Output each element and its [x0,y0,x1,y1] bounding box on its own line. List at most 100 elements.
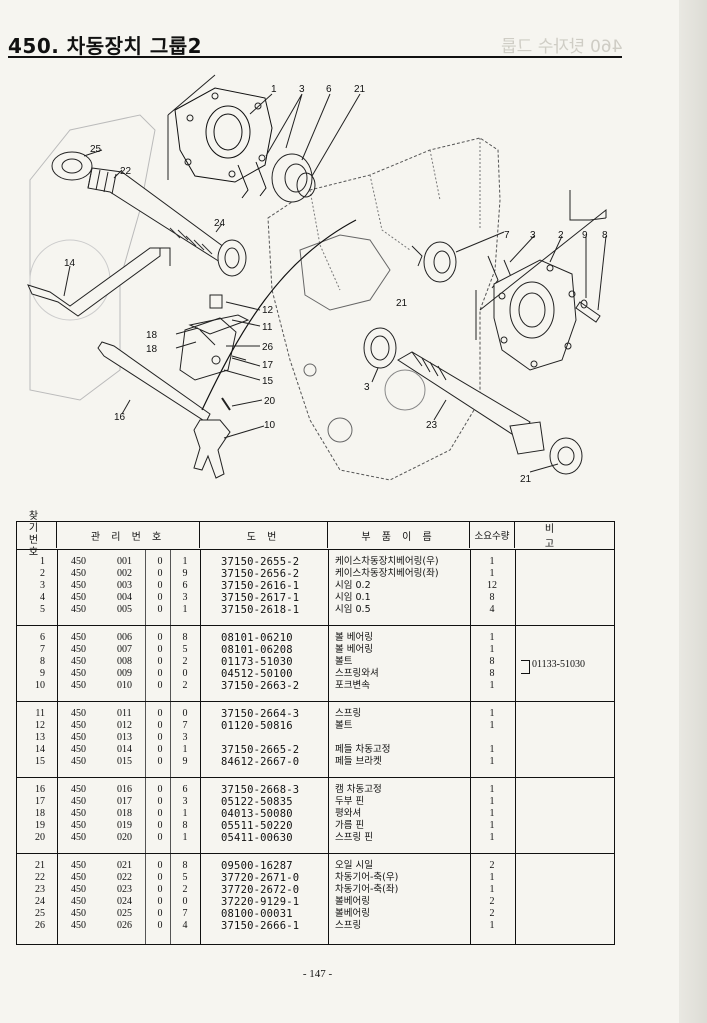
cell-mgmt-group: 450 [71,860,86,871]
cell-quantity: 8 [489,668,495,679]
cell-find-no: 7 [40,644,45,655]
cell-mgmt-seq: 012 [117,720,132,731]
cell-quantity: 1 [489,720,495,731]
header-part-name: 부 품 이 름 [328,522,470,548]
cell-mgmt-group: 450 [71,644,86,655]
cell-find-no: 5 [40,604,45,615]
header-remarks: 비 고 [544,524,585,550]
cell-part-name: 포크변속 [335,680,370,691]
cell-mgmt-seq: 013 [117,732,132,743]
callout-26: 26 [262,342,274,353]
cell-mgmt-rev: 0 [157,568,163,579]
cell-quantity: 1 [489,808,495,819]
cell-quantity: 1 [489,644,495,655]
cell-mgmt-check: 3 [182,796,188,807]
cell-mgmt-check: 1 [182,556,188,567]
cell-mgmt-rev: 0 [157,580,163,591]
cell-mgmt-rev: 0 [157,896,163,907]
cell-mgmt-seq: 001 [117,556,132,567]
cell-find-no: 9 [40,668,45,679]
cell-quantity: 1 [489,744,495,755]
cell-drawing-no: 05511-50220 [221,820,293,832]
cell-mgmt-seq: 019 [117,820,132,831]
cell-mgmt-rev: 0 [157,708,163,719]
header-qty: 소요수량 [470,522,515,548]
cell-mgmt-group: 450 [71,556,86,567]
cell-quantity: 1 [489,784,495,795]
cell-part-name: 스프링 핀 [335,832,373,843]
cell-part-name: 시임 0.2 [335,580,371,591]
col-divider [328,550,329,944]
cell-drawing-no: 01120-50816 [221,720,293,732]
cell-mgmt-rev: 0 [157,680,163,691]
cell-quantity: 1 [489,820,495,831]
cell-drawing-no: 08101-06210 [221,632,293,644]
cell-drawing-no: 37150-2665-2 [221,744,300,756]
cell-mgmt-rev: 0 [157,884,163,895]
cell-mgmt-check: 1 [182,604,188,615]
cell-part-name: 볼베어링 [335,908,370,919]
cell-mgmt-seq: 024 [117,896,132,907]
cell-mgmt-rev: 0 [157,832,163,843]
col-divider [200,550,201,944]
cell-mgmt-seq: 003 [117,580,132,591]
cell-mgmt-group: 450 [71,668,86,679]
callout-3: 3 [299,84,305,95]
cell-mgmt-seq: 014 [117,744,132,755]
callout-7: 7 [504,230,510,241]
cell-quantity: 1 [489,796,495,807]
cell-mgmt-seq: 006 [117,632,132,643]
cell-mgmt-rev: 0 [157,784,163,795]
cell-find-no: 16 [35,784,45,795]
cell-part-name: 시임 0.1 [335,592,371,603]
cell-mgmt-rev: 0 [157,632,163,643]
cell-mgmt-group: 450 [71,656,86,667]
remark-part-no: 01133-51030 [532,659,585,670]
callout-9: 9 [582,230,588,241]
cell-part-name: 페들 차동고정 [335,744,391,755]
cell-drawing-no: 05122-50835 [221,796,293,808]
header-drawing-no: 도 번 [200,522,328,548]
cell-mgmt-seq: 015 [117,756,132,767]
cell-part-name: 스프링 [335,708,362,719]
cell-part-name: 볼 베어링 [335,644,373,655]
cell-drawing-no: 37720-2671-0 [221,872,300,884]
cell-mgmt-seq: 016 [117,784,132,795]
cell-find-no: 11 [35,708,45,719]
cell-find-no: 10 [35,680,45,691]
cell-quantity: 1 [489,920,495,931]
cell-quantity: 2 [489,896,495,907]
cell-mgmt-rev: 0 [157,796,163,807]
col-divider [145,550,146,944]
cell-mgmt-rev: 0 [157,872,163,883]
exploded-parts-diagram: 1 3 6 21 25 22 24 14 7 3 2 9 8 21 12 11 … [27,74,608,485]
cell-mgmt-check: 1 [182,744,188,755]
cell-mgmt-check: 0 [182,708,188,719]
callout-1: 1 [271,84,277,95]
cell-mgmt-check: 8 [182,820,188,831]
cell-mgmt-rev: 0 [157,556,163,567]
cell-mgmt-seq: 017 [117,796,132,807]
cell-mgmt-group: 450 [71,832,86,843]
cell-quantity: 1 [489,872,495,883]
callout-24: 24 [214,218,226,229]
cell-find-no: 18 [35,808,45,819]
callout-8: 8 [602,230,608,241]
cell-mgmt-group: 450 [71,920,86,931]
cell-mgmt-check: 6 [182,580,188,591]
header-find-no-top: 찾 기 [28,511,45,534]
cell-drawing-no: 37150-2618-1 [221,604,300,616]
header-find-no: 찾 기 번 호 [17,511,57,558]
cell-mgmt-seq: 009 [117,668,132,679]
cell-mgmt-check: 1 [182,808,188,819]
